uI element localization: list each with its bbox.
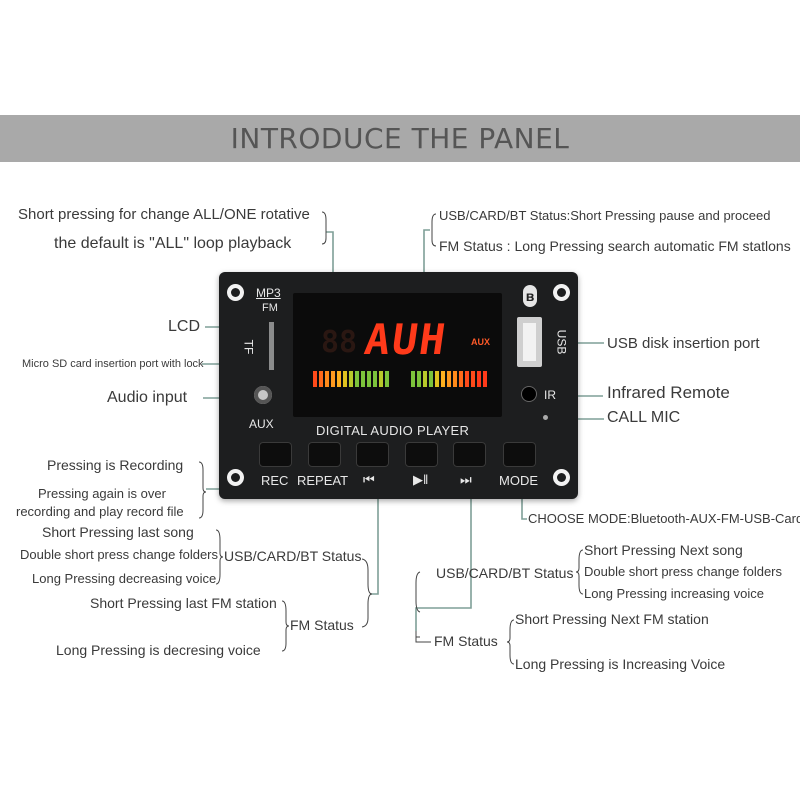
page-title: INTRODUCE THE PANEL (230, 122, 570, 155)
prev-callout-line (370, 456, 379, 595)
next-status-callout: USB/CARD/BT Status (436, 565, 574, 581)
play-pause-icon: ▶ǁ (413, 472, 429, 487)
usb-label: USB (554, 329, 569, 355)
next-fm-short-callout: Short Pressing Next FM station (515, 611, 709, 627)
prev-fm-status-callout: FM Status (290, 617, 354, 633)
aux-label: AUX (249, 417, 274, 431)
next-fm-link (415, 631, 431, 643)
prev-double-callout: Double short press change folders (20, 547, 219, 562)
display-dim-digits: 88 (321, 325, 358, 360)
play-bracket (431, 213, 437, 247)
bluetooth-icon: ʙ (523, 285, 537, 307)
prev-long-callout: Long Pressing decreasing voice (32, 571, 217, 586)
screw-hole (227, 469, 244, 486)
lcd-callout: LCD (168, 318, 201, 335)
screw-hole (227, 284, 244, 301)
tf-card-slot[interactable] (269, 322, 274, 370)
usb-port-callout: USB disk insertion port (607, 335, 760, 352)
ir-label: IR (544, 388, 556, 402)
prev-fm-short-callout: Short Pressing last FM station (90, 595, 277, 611)
mode-button[interactable] (503, 442, 536, 467)
next-callout-line (415, 456, 472, 631)
prev-track-icon: ⏮ (363, 472, 375, 487)
usb-port[interactable] (517, 317, 542, 367)
next-short-callout: Short Pressing Next song (584, 542, 743, 558)
rec-callout-2b: recording and play record file (16, 504, 184, 519)
prev-button[interactable] (356, 442, 389, 467)
brand-text: DIGITAL AUDIO PLAYER (316, 423, 470, 438)
mp3-logo: MP3 (256, 286, 281, 300)
vu-meter-left (313, 371, 389, 387)
next-status-bracket (575, 549, 584, 595)
next-group-bracket-top (415, 571, 421, 613)
call-mic-callout: CALL MIC (607, 409, 681, 426)
prev-group-bracket (361, 558, 373, 628)
repeat-button[interactable] (308, 442, 341, 467)
prev-fm-long-callout: Long Pressing is decresing voice (56, 642, 261, 658)
mode-label: MODE (499, 473, 538, 488)
fm-logo: FM (262, 302, 278, 314)
repeat-callout-line1: Short pressing for change ALL/ONE rotati… (18, 206, 310, 223)
next-fm-status-callout: FM Status (434, 633, 498, 649)
lcd-display: 88 AUH AUX (293, 293, 502, 417)
vu-meter-right (411, 371, 487, 387)
next-track-icon: ⏭ (460, 472, 472, 487)
audio-input-callout: Audio input (107, 389, 188, 406)
repeat-callout-line2: the default is "ALL" loop playback (54, 235, 292, 252)
play-pause-button[interactable] (405, 442, 438, 467)
aux-jack[interactable] (254, 386, 272, 404)
repeat-bracket (321, 211, 327, 245)
display-aux-indicator: AUX (471, 337, 491, 347)
mode-callout: CHOOSE MODE:Bluetooth-AUX-FM-USB-Card (528, 511, 800, 526)
repeat-label: REPEAT (297, 473, 349, 488)
title-banner: INTRODUCE THE PANEL (0, 115, 800, 162)
rec-callout-1: Pressing is Recording (47, 457, 184, 473)
rec-callout-2a: Pressing again is over (38, 486, 166, 501)
prev-status-callout: USB/CARD/BT Status (224, 548, 362, 564)
prev-status-bracket (215, 529, 224, 585)
audio-player-board: MP3 FM TF 88 AUH AUX ʙ USB AUX IR DIGITA… (219, 272, 578, 499)
ir-receiver (522, 387, 536, 401)
mic-hole (543, 415, 548, 420)
screw-hole (553, 284, 570, 301)
rec-button[interactable] (259, 442, 292, 467)
play-fm-callout: FM Status : Long Pressing search automat… (439, 238, 791, 254)
next-button[interactable] (453, 442, 486, 467)
infrared-callout: Infrared Remote (607, 383, 730, 402)
microsd-callout: Micro SD card insertion port with lock (22, 358, 204, 370)
next-fm-bracket (506, 619, 515, 665)
prev-fm-bracket (281, 600, 290, 652)
rec-bracket (198, 461, 207, 519)
tf-label: TF (241, 339, 256, 355)
prev-short-callout: Short Pressing last song (42, 524, 194, 540)
play-usb-callout: USB/CARD/BT Status:Short Pressing pause … (439, 208, 771, 223)
next-double-callout: Double short press change folders (584, 564, 783, 579)
next-long-callout: Long Pressing increasing voice (584, 586, 764, 601)
rec-label: REC (261, 473, 289, 488)
display-text: AUH (361, 315, 451, 364)
screw-hole (553, 469, 570, 486)
next-fm-long-callout: Long Pressing is Increasing Voice (515, 656, 726, 672)
